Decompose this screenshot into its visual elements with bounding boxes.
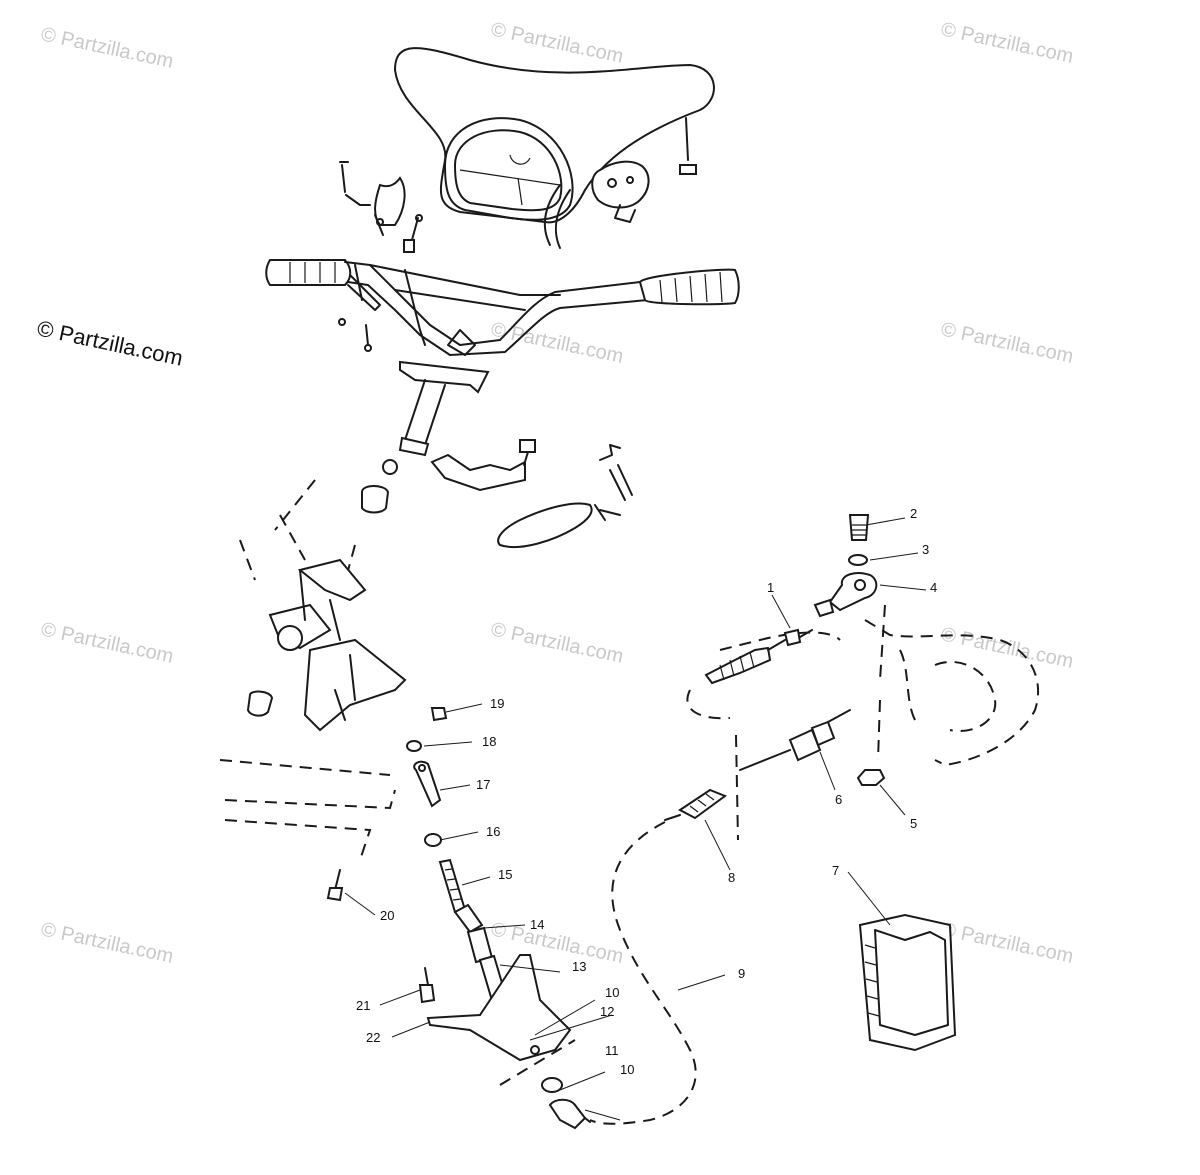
- callout-11: 11: [605, 1043, 619, 1058]
- callout-2: 2: [910, 506, 917, 521]
- callout-5: 5: [910, 816, 917, 831]
- steering-cable-assembly: [326, 707, 591, 1130]
- callout-17: 17: [476, 777, 490, 792]
- cable-upper: [704, 628, 813, 685]
- throttle-housing: [543, 160, 650, 249]
- callout-9: 9: [738, 966, 745, 981]
- watermark: © Partzilla.com: [939, 918, 1075, 968]
- cable-lower: [589, 709, 851, 1125]
- watermark: © Partzilla.com: [39, 918, 175, 968]
- watermark: © Partzilla.com: [939, 18, 1075, 68]
- callout-4: 4: [930, 580, 937, 595]
- reference-lines: [219, 759, 396, 861]
- callout-leaders: [344, 517, 927, 1121]
- callout-1: 1: [767, 580, 774, 595]
- watermark: © Partzilla.com: [939, 623, 1075, 673]
- steering-post: [361, 360, 490, 514]
- watermark: © Partzilla.com: [489, 18, 625, 68]
- callout-10b: 10: [620, 1062, 634, 1077]
- callout-16: 16: [486, 824, 500, 839]
- callout-15: 15: [498, 867, 512, 882]
- watermark: © Partzilla.com: [39, 23, 175, 73]
- callout-20: 20: [380, 908, 394, 923]
- watermark: © Partzilla.com: [939, 318, 1075, 368]
- handlebar: [265, 259, 740, 356]
- callout-22: 22: [366, 1030, 380, 1045]
- callout-13: 13: [572, 959, 586, 974]
- kill-switch-tether: [430, 439, 633, 549]
- callout-21: 21: [356, 998, 370, 1013]
- callout-19: 19: [490, 696, 504, 711]
- callout-6: 6: [835, 792, 842, 807]
- callout-7: 7: [832, 863, 839, 878]
- handlebar-pad: [393, 47, 715, 224]
- watermark-main: © Partzilla.com: [35, 315, 185, 370]
- intake-grate: [858, 913, 957, 1052]
- steering-bracket: [239, 479, 407, 732]
- watermark: © Partzilla.com: [489, 318, 625, 368]
- callout-14: 14: [530, 917, 544, 932]
- brake-lever: [339, 161, 423, 253]
- callout-12: 12: [600, 1004, 614, 1019]
- jet-pump: [686, 514, 1040, 786]
- watermark: © Partzilla.com: [39, 618, 175, 668]
- callout-3: 3: [922, 542, 929, 557]
- watermark: © Partzilla.com: [489, 618, 625, 668]
- callout-18: 18: [482, 734, 496, 749]
- callout-8: 8: [728, 870, 735, 885]
- callout-10a: 10: [605, 985, 619, 1000]
- callout-labels: 1 2 3 4 5 6 7 8 9 10 10 11 12 13 14 15 1…: [356, 506, 937, 1077]
